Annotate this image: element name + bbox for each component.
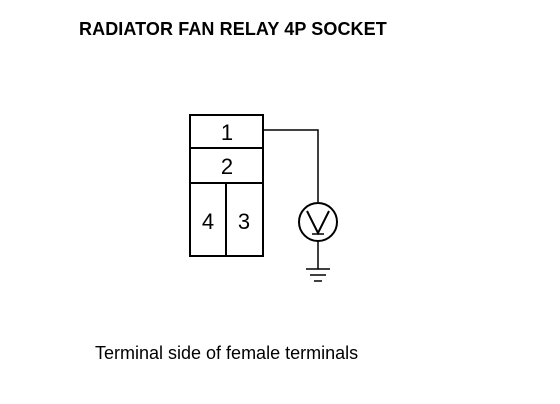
terminal-4-label: 4 xyxy=(202,209,214,234)
ground-icon xyxy=(306,268,330,282)
voltmeter-v-glyph xyxy=(306,210,330,236)
terminal-1-label: 1 xyxy=(221,120,233,145)
diagram-caption: Terminal side of female terminals xyxy=(95,343,359,363)
voltmeter-icon xyxy=(298,202,338,242)
connector-socket xyxy=(189,114,264,257)
probe-wire xyxy=(263,129,319,202)
terminal-3-label: 3 xyxy=(238,209,250,234)
diagram-title: RADIATOR FAN RELAY 4P SOCKET xyxy=(79,19,387,39)
terminal-2-label: 2 xyxy=(221,154,233,179)
